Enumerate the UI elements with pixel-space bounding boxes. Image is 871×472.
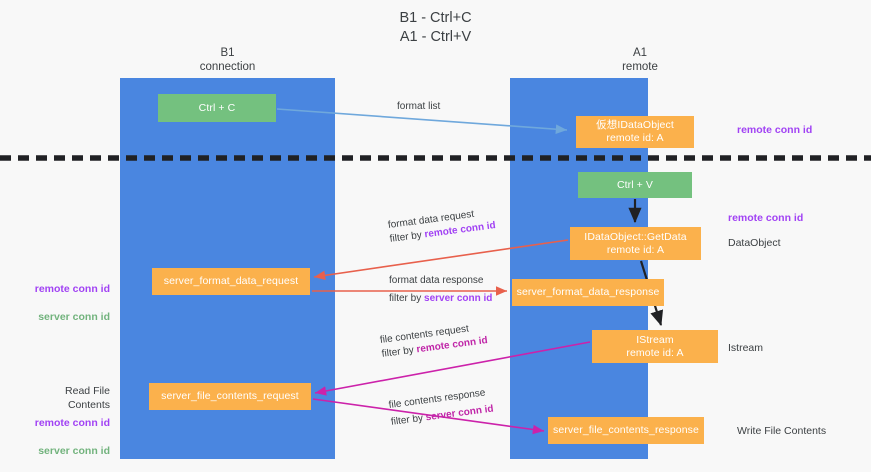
- edge-label-format-list: format list: [397, 100, 440, 114]
- annotation-left-remote-conn-id: remote conn id: [34, 283, 110, 295]
- node-server-format-data-response[interactable]: server_format_data_response: [512, 279, 664, 306]
- annotation-right-write-file-contents: Write File Contents: [737, 425, 827, 437]
- annotation-left-conn-ids-2: remote conn id server conn id: [24, 402, 110, 472]
- annotation-right-dataobject: DataObject: [728, 237, 781, 249]
- annotation-left-server-conn-id-2: server conn id: [38, 445, 110, 457]
- node-server-file-contents-request[interactable]: server_file_contents_request: [149, 383, 311, 410]
- edge-label-file-contents-response: file contents response filter by server …: [388, 386, 495, 430]
- annotation-left-read-file-contents: Read File Contents: [65, 385, 110, 411]
- annotation-right-istream: Istream: [728, 342, 764, 354]
- annotation-right-remote-conn-id-top: remote conn id: [737, 124, 813, 136]
- node-ctrl-c[interactable]: Ctrl + C: [158, 94, 276, 122]
- node-virtual-idataobject[interactable]: 仮想IDataObject remote id: A: [576, 116, 694, 148]
- filter-key-server-conn-id: server conn id: [424, 293, 493, 304]
- node-server-format-data-request[interactable]: server_format_data_request: [152, 268, 310, 295]
- edge-label-file-contents-request: file contents request filter by remote c…: [379, 320, 488, 362]
- phase-divider: [0, 155, 871, 161]
- filter-prefix: filter by: [389, 293, 425, 304]
- diagram-title: B1 - Ctrl+C A1 - Ctrl+V: [399, 10, 472, 45]
- edge-label-format-data-response-title: format data response: [389, 275, 484, 286]
- lane-header-b1: B1 connection: [199, 47, 256, 73]
- edge-label-format-data-response-filter: filter by server conn id: [389, 292, 492, 306]
- node-ctrl-v[interactable]: Ctrl + V: [578, 172, 692, 198]
- annotation-right-remote-conn-id-mid: remote conn id: [728, 212, 804, 224]
- annotation-left-server-conn-id: server conn id: [38, 311, 110, 323]
- edge-label-format-data-response: format data response filter by server co…: [389, 274, 492, 306]
- node-server-file-contents-response[interactable]: server_file_contents_response: [548, 417, 704, 444]
- filter-prefix: filter by: [381, 344, 418, 360]
- node-idataobject-getdata[interactable]: IDataObject::GetData remote id: A: [570, 227, 701, 260]
- filter-prefix: filter by: [390, 412, 427, 428]
- edge-label-format-data-request: format data request filter by remote con…: [387, 205, 496, 247]
- node-istream[interactable]: IStream remote id: A: [592, 330, 718, 363]
- edge-label-format-list-text: format list: [397, 101, 441, 112]
- annotation-left-conn-ids: remote conn id server conn id: [24, 268, 110, 338]
- lane-header-a1: A1 remote: [622, 47, 658, 73]
- annotation-left-remote-conn-id-2: remote conn id: [34, 417, 110, 429]
- filter-prefix: filter by: [389, 229, 426, 245]
